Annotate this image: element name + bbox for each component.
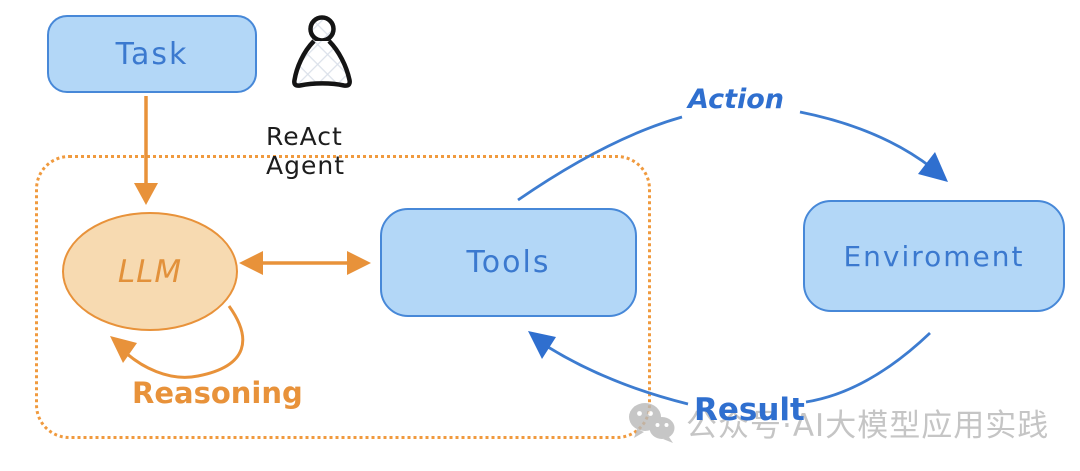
node-llm: LLM xyxy=(62,212,238,331)
wechat-icon xyxy=(628,402,676,444)
node-tools-label: Tools xyxy=(466,245,551,280)
watermark-text: 公众号·AI大模型应用实践 xyxy=(686,408,1050,444)
person-icon xyxy=(288,14,352,98)
node-task: Task xyxy=(47,15,257,93)
watermark: 公众号·AI大模型应用实践 xyxy=(628,400,1049,445)
node-environment-label: Enviroment xyxy=(843,239,1025,273)
react-agent-title: ReAct Agent xyxy=(266,122,345,180)
reasoning-label: Reasoning xyxy=(132,376,303,410)
action-label: Action xyxy=(688,84,785,115)
node-task-label: Task xyxy=(115,36,189,72)
react-agent-dashed-container xyxy=(35,155,651,439)
node-tools: Tools xyxy=(380,208,637,317)
result-label: Result xyxy=(694,392,805,428)
node-environment: Enviroment xyxy=(803,200,1065,312)
node-llm-label: LLM xyxy=(117,253,183,290)
